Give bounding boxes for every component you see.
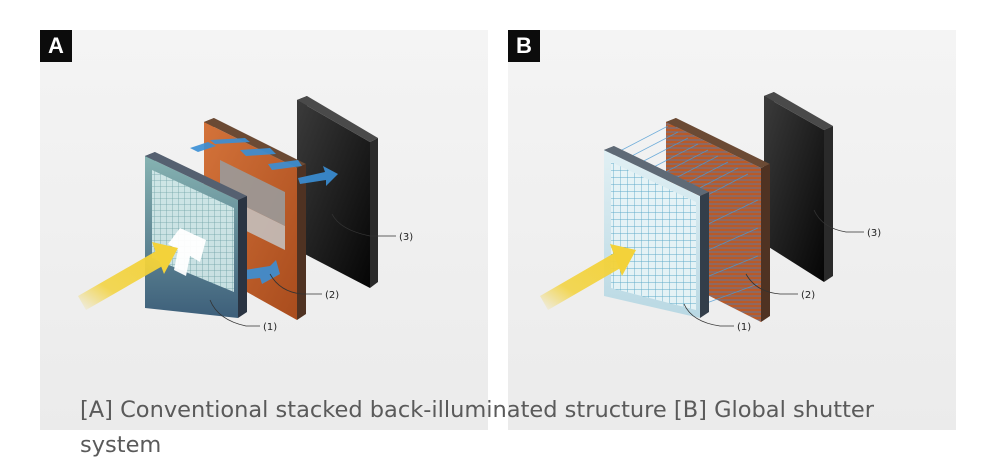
panel-b: (3) (2) (1) B: [508, 30, 956, 430]
diagram-a: (3) (2) (1): [78, 96, 413, 333]
callout-3-panel-b: (3): [867, 228, 881, 239]
callout-2-panel-a: (2): [325, 290, 339, 301]
layer-3-panel-b: [764, 92, 833, 282]
layer-3-panel-a: [297, 96, 378, 288]
callout-2-panel-b: (2): [801, 290, 815, 301]
callout-leaders-panel-a: [209, 213, 396, 327]
callout-3-panel-a: (3): [399, 232, 413, 243]
light-ray-panel-b: [540, 252, 624, 310]
signal-arrows-panel-a: [190, 138, 338, 284]
light-ray-arrowhead-panel-b: [610, 244, 636, 276]
callout-leaders-panel-b: [683, 209, 864, 327]
callout-1-panel-b: (1): [737, 322, 751, 333]
light-ray-panel-a: [78, 250, 166, 310]
panel-b-badge: B: [508, 30, 540, 62]
figure-caption: [A] Conventional stacked back-illuminate…: [80, 397, 874, 458]
panel-a-badge: A: [40, 30, 72, 62]
callout-1-panel-a: (1): [263, 322, 277, 333]
panel-a: (3) (2) (1) A: [40, 30, 488, 430]
light-ray-arrowhead-panel-a: [152, 242, 178, 274]
diagram-b: (3) (2) (1): [540, 92, 881, 333]
